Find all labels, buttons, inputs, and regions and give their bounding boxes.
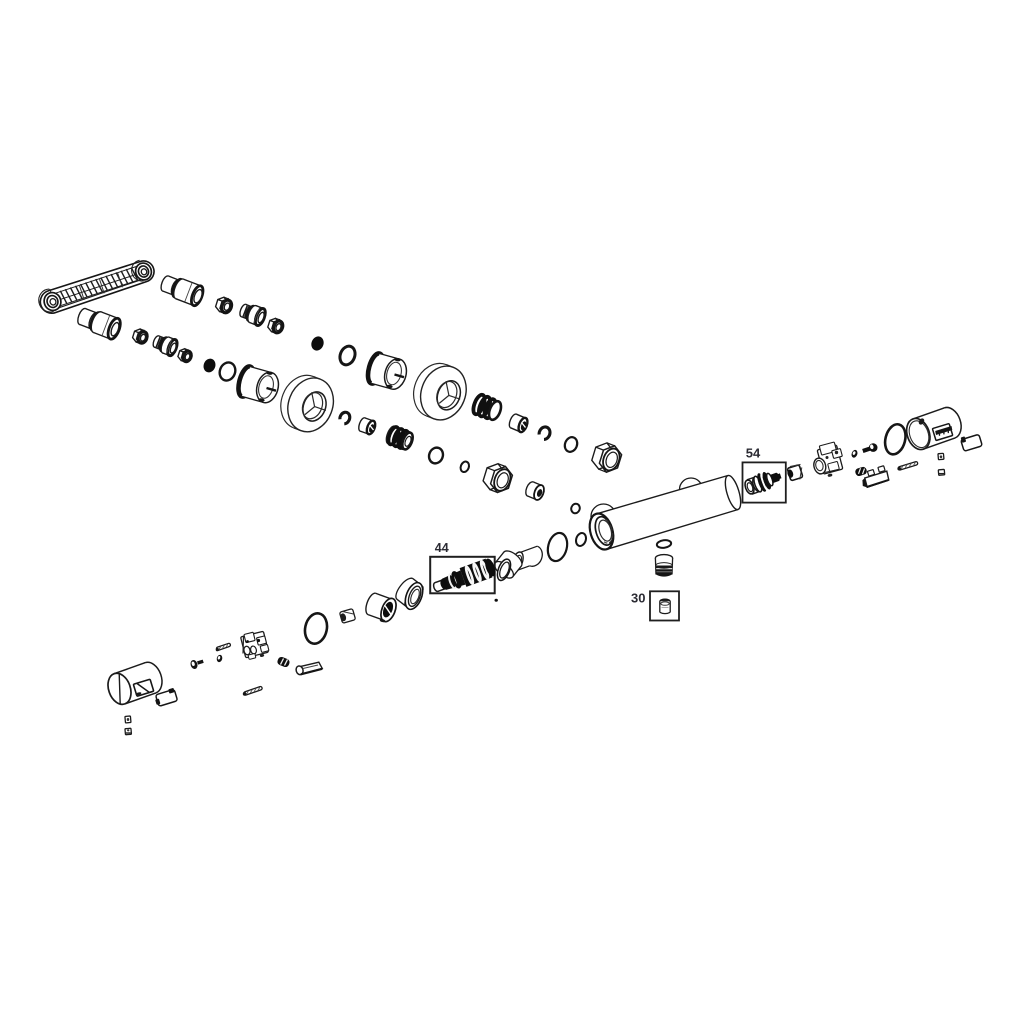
svg-text:30: 30	[631, 591, 645, 606]
svg-text:54: 54	[746, 445, 761, 460]
svg-text:44: 44	[435, 541, 449, 555]
